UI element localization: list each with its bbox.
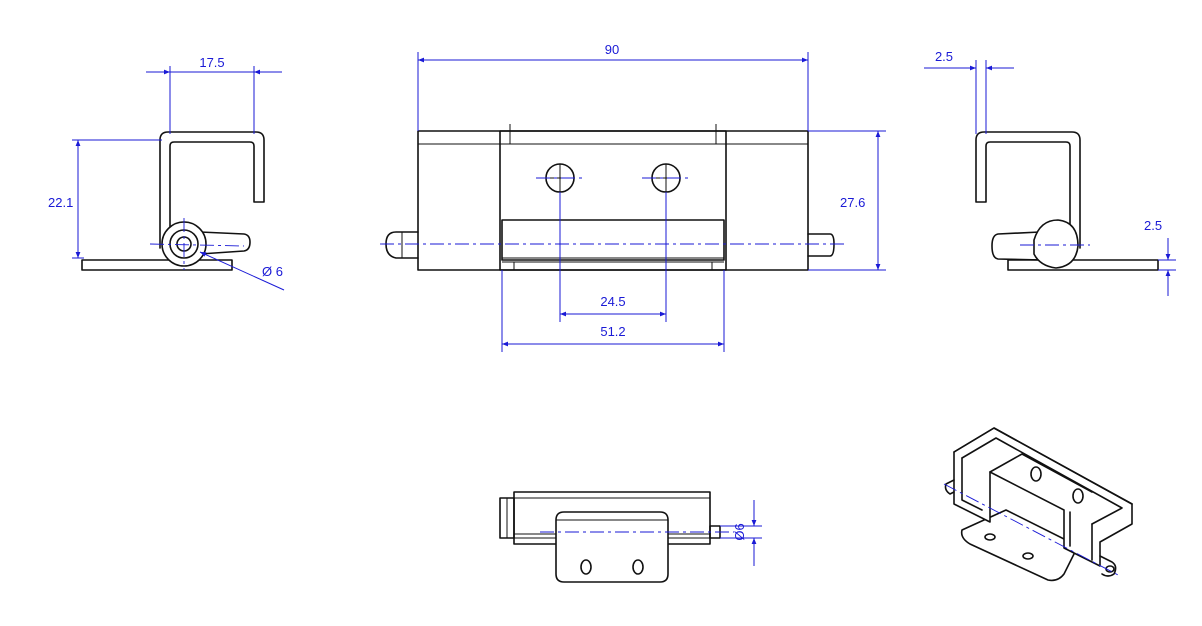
right-side-view: 2.5 2.5 bbox=[924, 49, 1176, 296]
left-side-view: 17.5 22.1 Ø 6 bbox=[48, 55, 285, 291]
front-view: 90 27.6 24.5 51.2 bbox=[380, 42, 886, 352]
left-lever bbox=[199, 231, 251, 255]
bottom-hole-left bbox=[580, 559, 592, 575]
dim-front-length: 90 bbox=[605, 42, 619, 57]
left-bracket-outline bbox=[159, 131, 265, 249]
dim-bottom-pin-diameter: Ø6 bbox=[732, 523, 747, 540]
front-inner-leaf bbox=[499, 130, 727, 271]
isometric-view bbox=[943, 427, 1133, 582]
dim-hole-spacing: 24.5 bbox=[600, 294, 625, 309]
dim-right-offset: 2.5 bbox=[1144, 218, 1162, 233]
dim-leaf-width: 51.2 bbox=[600, 324, 625, 339]
bottom-view: Ø6 bbox=[499, 491, 762, 583]
bottom-hole-right bbox=[632, 559, 644, 575]
right-barrel bbox=[1033, 219, 1079, 269]
iso-base-leaf bbox=[960, 509, 1079, 582]
iso-pin-back bbox=[944, 479, 955, 495]
left-base-plate bbox=[81, 259, 233, 271]
iso-pin-front bbox=[1099, 555, 1117, 577]
front-knuckle bbox=[501, 219, 725, 261]
dim-front-height: 27.6 bbox=[840, 195, 865, 210]
dim-right-thickness: 2.5 bbox=[935, 49, 953, 64]
dim-side-width: 17.5 bbox=[199, 55, 224, 70]
right-bracket-outline bbox=[975, 131, 1081, 249]
right-lever bbox=[991, 231, 1045, 261]
bottom-leaf-plate bbox=[555, 511, 669, 583]
right-base-plate bbox=[1007, 259, 1159, 271]
front-outer-leaf bbox=[417, 130, 809, 271]
dim-side-pin-diameter: Ø 6 bbox=[262, 264, 283, 279]
front-pin-right bbox=[807, 233, 835, 257]
dim-side-height: 22.1 bbox=[48, 195, 73, 210]
